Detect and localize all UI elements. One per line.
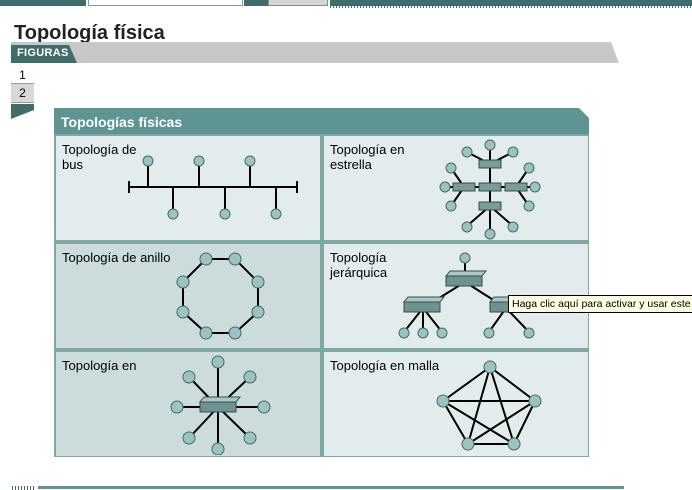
host-node-icon [436, 394, 450, 408]
host-node-icon [507, 221, 519, 233]
host-node-icon [251, 275, 265, 289]
top-toolbar [0, 0, 692, 8]
host-node-icon [529, 181, 541, 193]
host-node-icon [176, 305, 190, 319]
figure-pagination: 1 2 [11, 67, 34, 119]
host-node-icon [243, 370, 257, 384]
toolbar-band [244, 0, 268, 6]
host-node-icon [167, 208, 179, 220]
hub-icon [504, 182, 528, 192]
host-node-icon [483, 327, 495, 339]
page-button-2[interactable]: 2 [11, 84, 34, 103]
host-node-icon [523, 162, 535, 174]
host-node-icon [228, 326, 242, 340]
host-node-icon [398, 327, 410, 339]
switch-icon [444, 270, 488, 287]
page-button-1[interactable]: 1 [11, 67, 34, 84]
host-node-icon [182, 370, 196, 384]
host-node-icon [228, 252, 242, 266]
figures-bar [11, 42, 619, 63]
bus-topology-diagram [128, 155, 298, 220]
host-node-icon [445, 200, 457, 212]
extended-star-topology-diagram [439, 139, 541, 240]
footer-dotted-rule [12, 486, 36, 490]
pagination-tail [11, 104, 34, 119]
host-node-icon [244, 155, 256, 167]
host-node-icon [142, 155, 154, 167]
hub-icon [478, 182, 502, 192]
switch-icon [402, 296, 446, 313]
host-node-icon [507, 437, 521, 451]
host-node-icon [436, 327, 448, 339]
host-node-icon [199, 326, 213, 340]
toolbar-button[interactable] [268, 0, 328, 6]
host-node-icon [523, 327, 535, 339]
mesh-topology-diagram [436, 360, 542, 451]
host-node-icon [257, 400, 271, 414]
hub-icon [198, 396, 242, 413]
toolbar-band [330, 0, 692, 6]
ring-topology-diagram [176, 252, 265, 340]
page-title: Topología física [14, 22, 165, 44]
toolbar-band [0, 0, 86, 6]
cell-label: Topología en malla [330, 358, 440, 373]
cell-mesh-topology: Topología en malla [324, 352, 588, 456]
toolbar-input[interactable] [88, 0, 243, 6]
host-node-icon [170, 400, 184, 414]
host-node-icon [528, 394, 542, 408]
host-node-icon [182, 431, 196, 445]
cell-label: Topología en [62, 358, 137, 373]
host-node-icon [176, 275, 190, 289]
host-node-icon [211, 442, 225, 455]
host-node-icon [484, 228, 496, 240]
hub-icon [452, 182, 476, 192]
panel-header: Topologías físicas [54, 108, 589, 134]
activate-control-tooltip: Haga clic aquí para activar y usar este [508, 295, 692, 313]
figures-tab-label: FIGURAS [17, 47, 69, 59]
hub-icon [478, 159, 502, 169]
host-node-icon [445, 162, 457, 174]
host-node-icon [270, 208, 282, 220]
host-node-icon [461, 437, 475, 451]
cell-ring-topology: Topología de anillo [56, 244, 320, 348]
host-node-icon [459, 252, 471, 264]
host-node-icon [523, 200, 535, 212]
toolbar-dotted-rule [330, 6, 692, 8]
cell-star-topology: Topología en [56, 352, 320, 456]
hub-icon [478, 201, 502, 211]
host-node-icon [211, 355, 225, 369]
host-node-icon [461, 221, 473, 233]
host-node-icon [484, 139, 496, 151]
figures-tab[interactable]: FIGURAS [11, 45, 77, 63]
host-node-icon [243, 431, 257, 445]
host-node-icon [483, 360, 497, 374]
host-node-icon [193, 155, 205, 167]
host-node-icon [417, 327, 429, 339]
host-node-icon [219, 208, 231, 220]
cell-label: Topología de anillo [62, 250, 171, 265]
footer-rule [38, 486, 624, 489]
host-node-icon [439, 181, 451, 193]
star-topology-diagram [170, 355, 271, 455]
host-node-icon [461, 146, 473, 158]
host-node-icon [251, 305, 265, 319]
host-node-icon [199, 252, 213, 266]
panel-title: Topologías físicas [61, 114, 183, 130]
host-node-icon [507, 146, 519, 158]
